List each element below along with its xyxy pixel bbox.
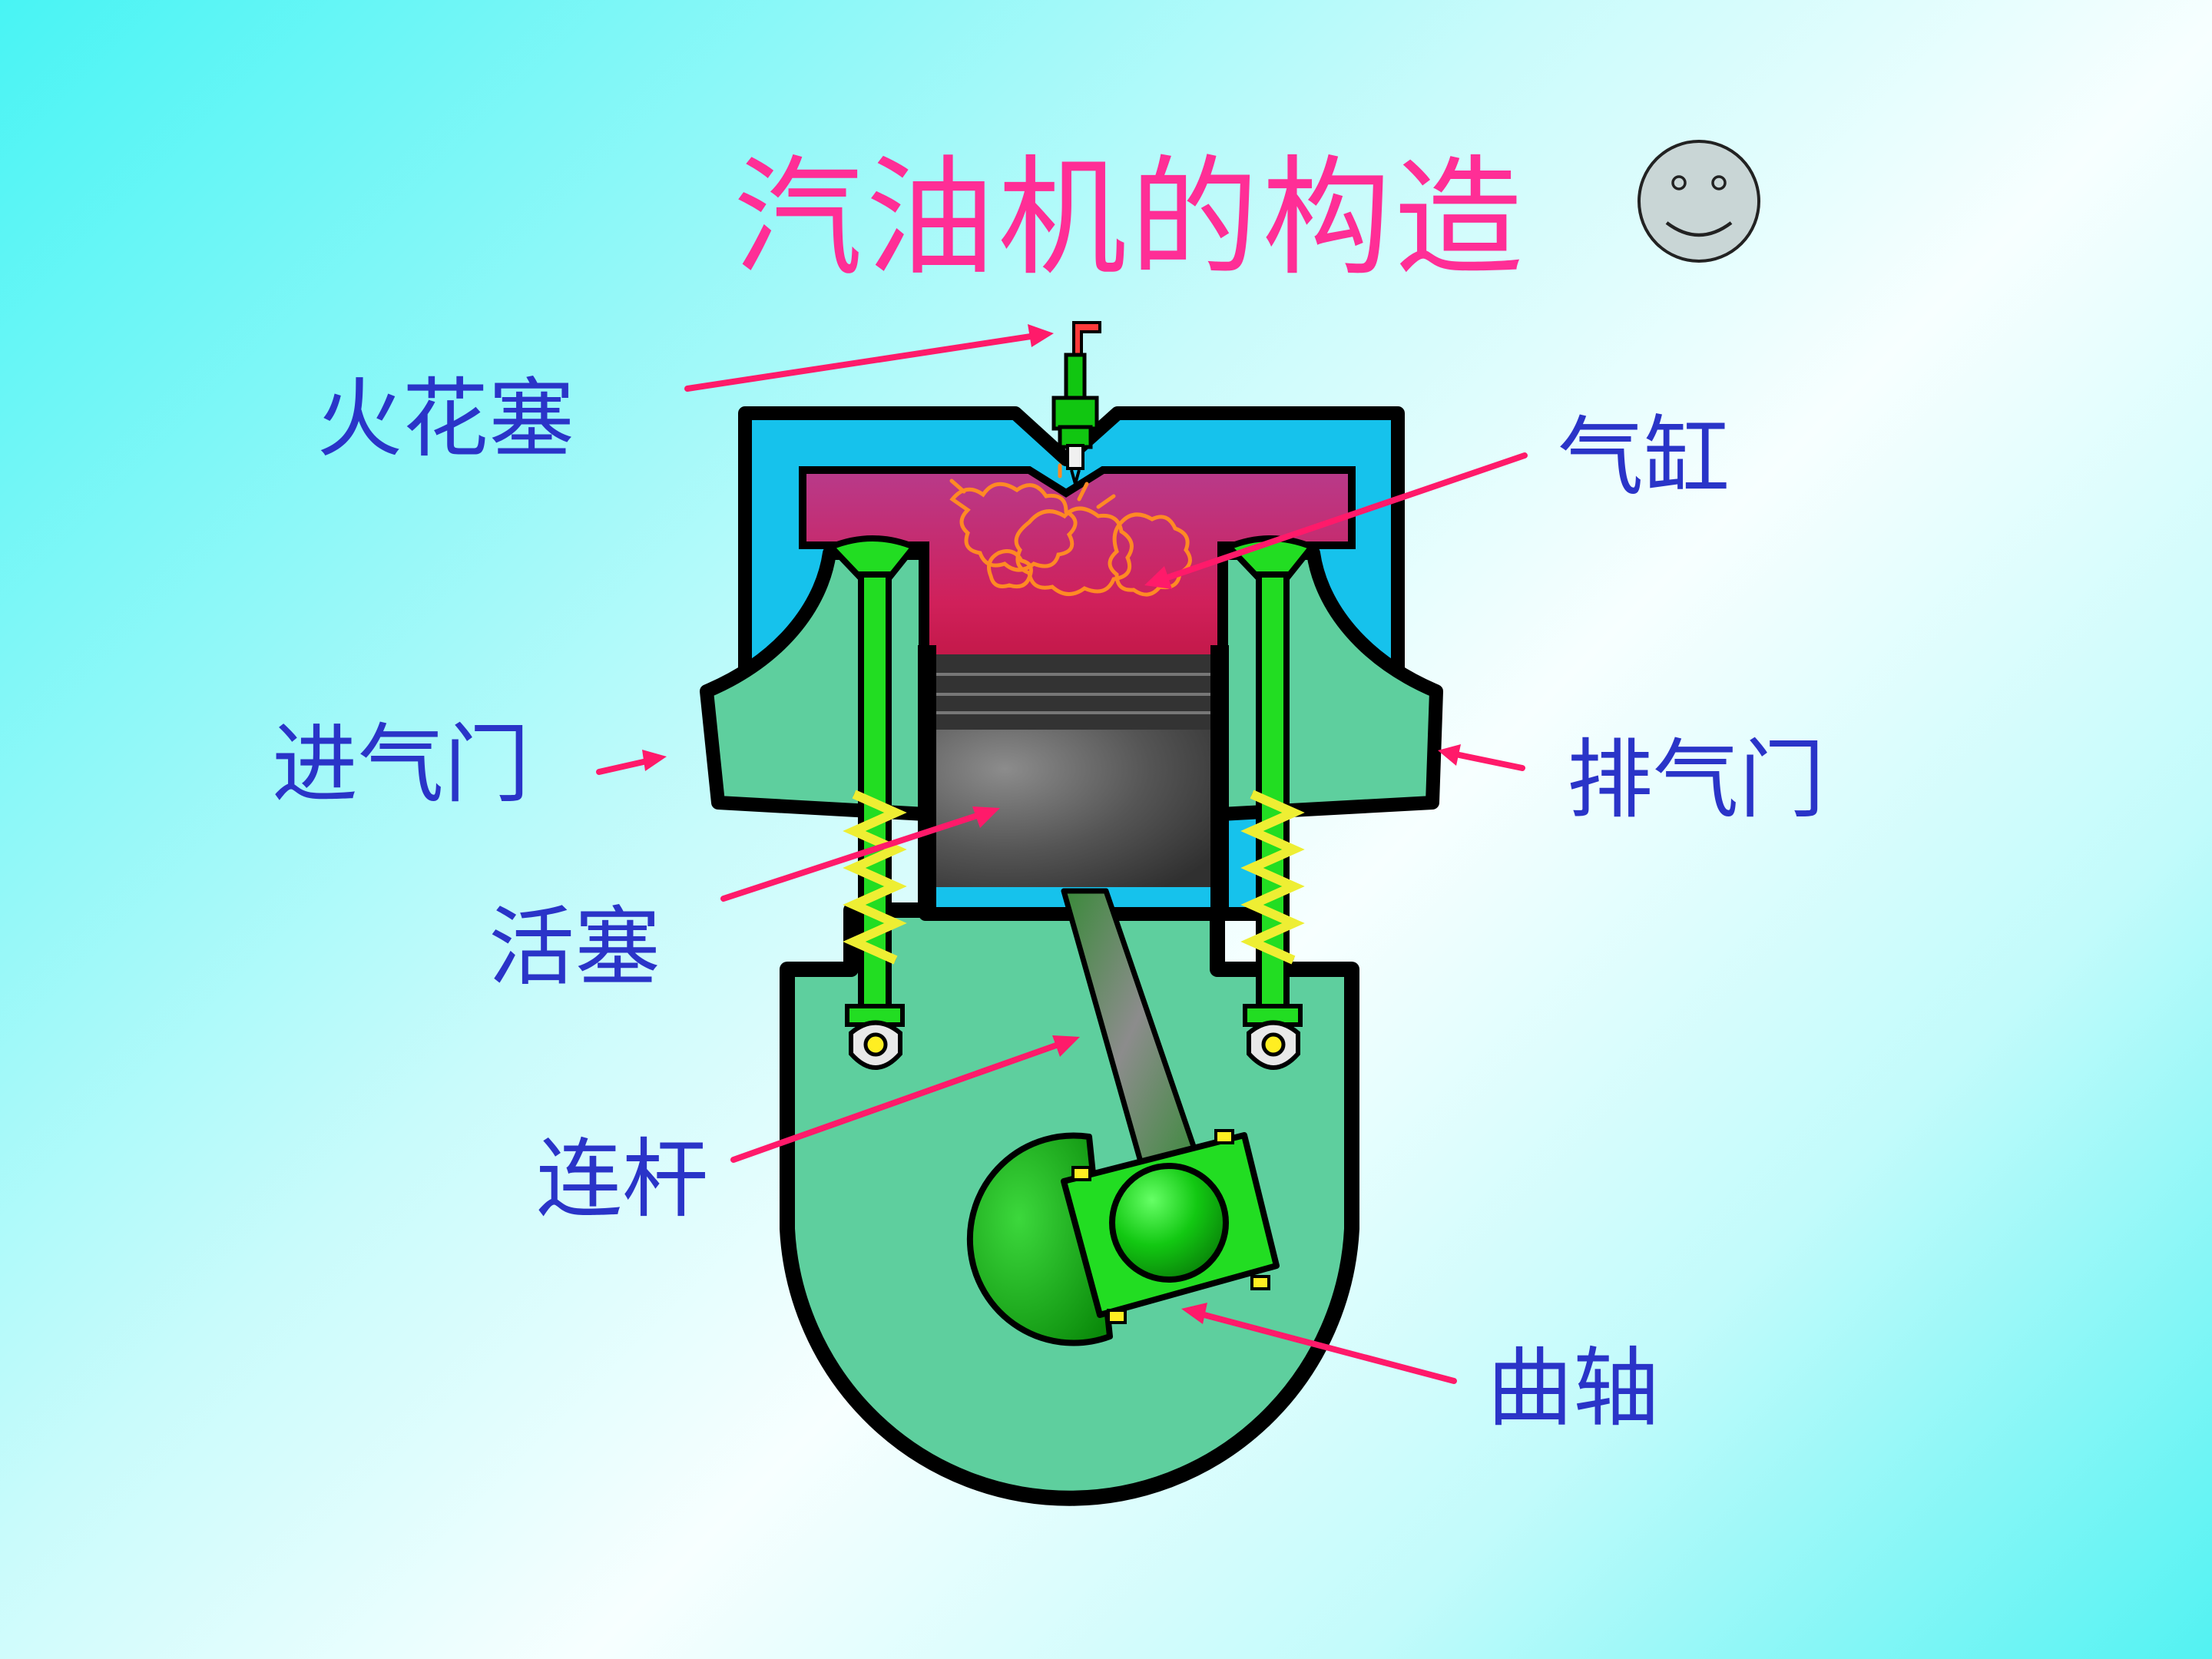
intake-spring: [843, 790, 907, 965]
exhaust-cam: [1247, 1020, 1300, 1070]
spark-plug: [1051, 321, 1101, 490]
label-connecting-rod: 连杆: [536, 1130, 708, 1230]
label-crankshaft: 曲轴: [1487, 1339, 1659, 1439]
intake-cam: [849, 1020, 902, 1070]
label-exhaust-valve: 排气门: [1567, 730, 1825, 830]
cylinder-wall-right: [1210, 645, 1229, 914]
piston: [936, 654, 1210, 887]
arrow-connecting-rod: [730, 1035, 1080, 1163]
page-title: 汽油机的构造: [733, 143, 1526, 293]
label-piston: 活塞: [488, 898, 661, 998]
cylinder-wall-left: [918, 645, 936, 914]
intake-valve: [828, 535, 917, 1070]
arrow-intake-valve: [596, 750, 667, 775]
arrow-piston: [720, 806, 1000, 902]
arrow-cylinder: [1144, 452, 1528, 589]
arrow-exhaust-valve: [1438, 744, 1525, 771]
label-spark-plug: 火花塞: [316, 369, 575, 469]
arrow-crankshaft: [1181, 1303, 1457, 1384]
exhaust-spring: [1240, 790, 1305, 965]
label-cylinder: 气缸: [1558, 408, 1730, 508]
smiley-face-icon: [1637, 140, 1760, 263]
label-intake-valve: 进气门: [272, 715, 530, 815]
arrows: [596, 324, 1528, 1384]
arrow-spark-plug: [684, 324, 1054, 392]
flame: [949, 463, 1192, 597]
crankshaft-bearing: [1061, 1129, 1280, 1324]
